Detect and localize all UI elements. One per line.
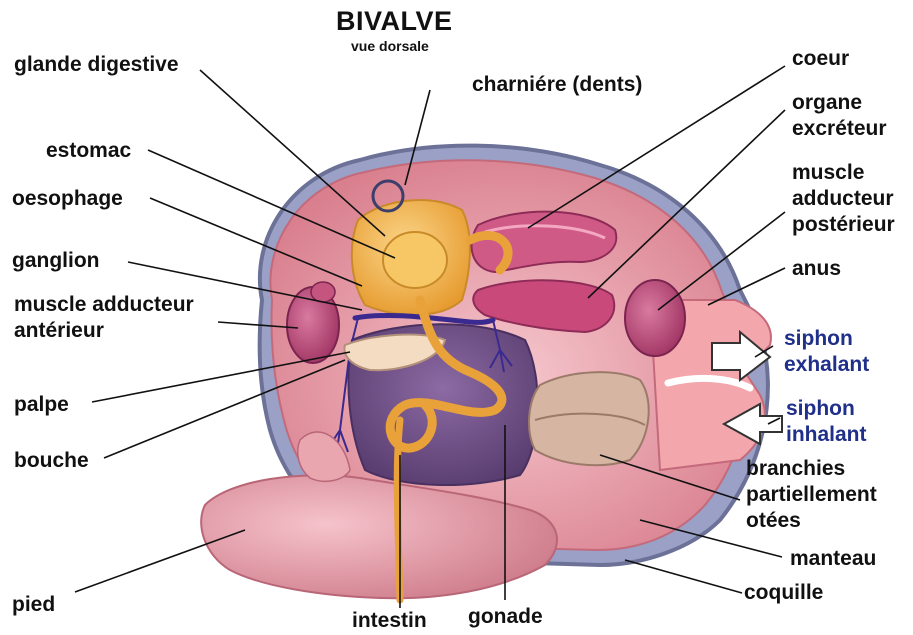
posterior-adductor <box>625 280 685 356</box>
label-coquille: coquille <box>744 580 823 605</box>
label-estomac: estomac <box>46 138 131 163</box>
label-siphon-exhalant-line2: exhalant <box>784 352 869 377</box>
label-siphon-inhalant-line1: siphon <box>786 396 855 421</box>
label-ganglion: ganglion <box>12 248 100 273</box>
label-muscle-posterieur-line1: muscle <box>792 160 864 185</box>
label-intestin: intestin <box>352 608 427 633</box>
label-pied: pied <box>12 592 55 617</box>
label-muscle-anterieur-line1: muscle adducteur <box>14 292 194 317</box>
stomach <box>383 232 447 288</box>
label-coeur: coeur <box>792 46 849 71</box>
label-siphon-exhalant-line1: siphon <box>784 326 853 351</box>
label-anus: anus <box>792 256 841 281</box>
label-siphon-inhalant-line2: inhalant <box>786 422 867 447</box>
diagram-subtitle: vue dorsale <box>351 38 429 54</box>
label-palpe: palpe <box>14 392 69 417</box>
label-manteau: manteau <box>790 546 876 571</box>
label-gonade: gonade <box>468 604 543 629</box>
label-muscle-anterieur-line2: antérieur <box>14 318 104 343</box>
label-branchies-line2: partiellement <box>746 482 877 507</box>
label-bouche: bouche <box>14 448 89 473</box>
label-branchies-line3: otées <box>746 508 801 533</box>
label-charniere: charniére (dents) <box>472 72 642 97</box>
label-branchies-line1: branchies <box>746 456 845 481</box>
label-oesophage: oesophage <box>12 186 123 211</box>
label-muscle-posterieur-line3: postérieur <box>792 212 895 237</box>
label-organe-line1: organe <box>792 90 862 115</box>
diagram-title: BIVALVE <box>336 6 453 37</box>
label-glande-digestive: glande digestive <box>14 52 179 77</box>
label-muscle-posterieur-line2: adducteur <box>792 186 894 211</box>
label-organe-line2: excréteur <box>792 116 887 141</box>
